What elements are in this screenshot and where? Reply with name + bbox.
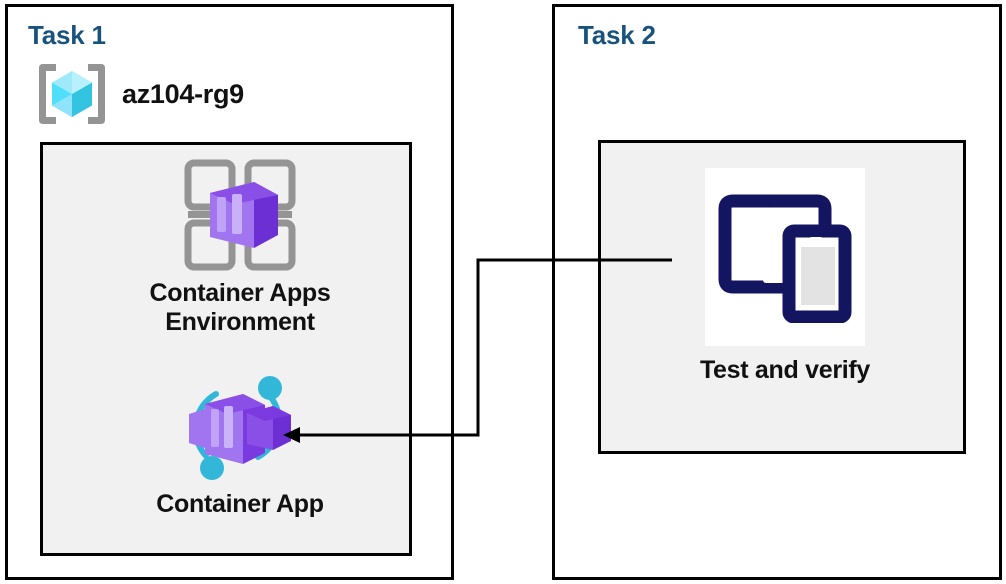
- task-2-title: Task 2: [578, 20, 656, 50]
- resource-group-label: az104-rg9: [122, 78, 244, 109]
- node-label-container-apps-environment: Container Apps Environment: [149, 279, 331, 336]
- node-label-test-and-verify: Test and verify: [699, 356, 871, 384]
- resource-group-icon: [39, 64, 105, 124]
- resource-group-header: az104-rg9: [36, 58, 244, 130]
- task-1-title: Task 1: [28, 20, 106, 50]
- test-and-verify-icon-backdrop: [705, 168, 865, 346]
- container-app-icon: [189, 376, 291, 480]
- node-container-apps-environment: Container Apps Environment: [95, 155, 385, 336]
- node-test-and-verify: Test and verify: [640, 168, 930, 385]
- node-label-container-app: Container App: [156, 490, 324, 518]
- container-apps-environment-icon: [184, 159, 296, 271]
- test-and-verify-devices-icon: [718, 194, 852, 323]
- node-container-app: Container App: [95, 368, 385, 519]
